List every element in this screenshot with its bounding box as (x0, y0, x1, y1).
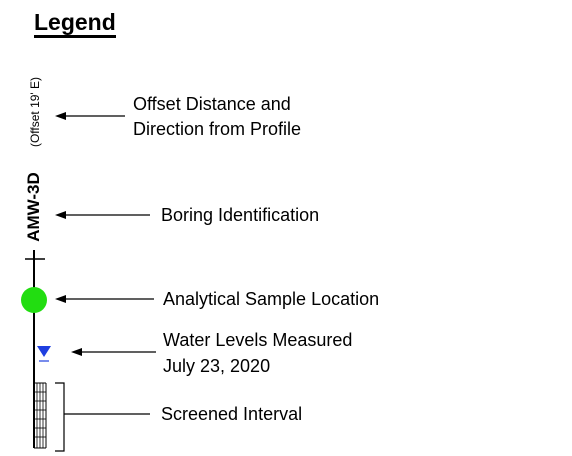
water-callout-line2: July 23, 2020 (163, 356, 271, 376)
offset-arrow (55, 112, 125, 120)
water-callout-line1: Water Levels Measured (163, 330, 353, 350)
boring-id-arrow (55, 211, 150, 219)
offset-callout-line2: Direction from Profile (133, 119, 302, 139)
screen-bracket (55, 382, 65, 452)
sample-callout: Analytical Sample Location (163, 289, 380, 309)
screen-hatch (34, 382, 47, 449)
water-level-icon (37, 346, 51, 357)
boring-id-callout: Boring Identification (161, 205, 320, 225)
sample-arrow (55, 295, 154, 303)
water-arrow (71, 348, 156, 356)
legend-title: Legend (34, 9, 116, 38)
screen-callout: Screened Interval (161, 404, 303, 424)
sample-marker-icon (21, 287, 47, 313)
offset-callout-line1: Offset Distance and (133, 94, 291, 114)
